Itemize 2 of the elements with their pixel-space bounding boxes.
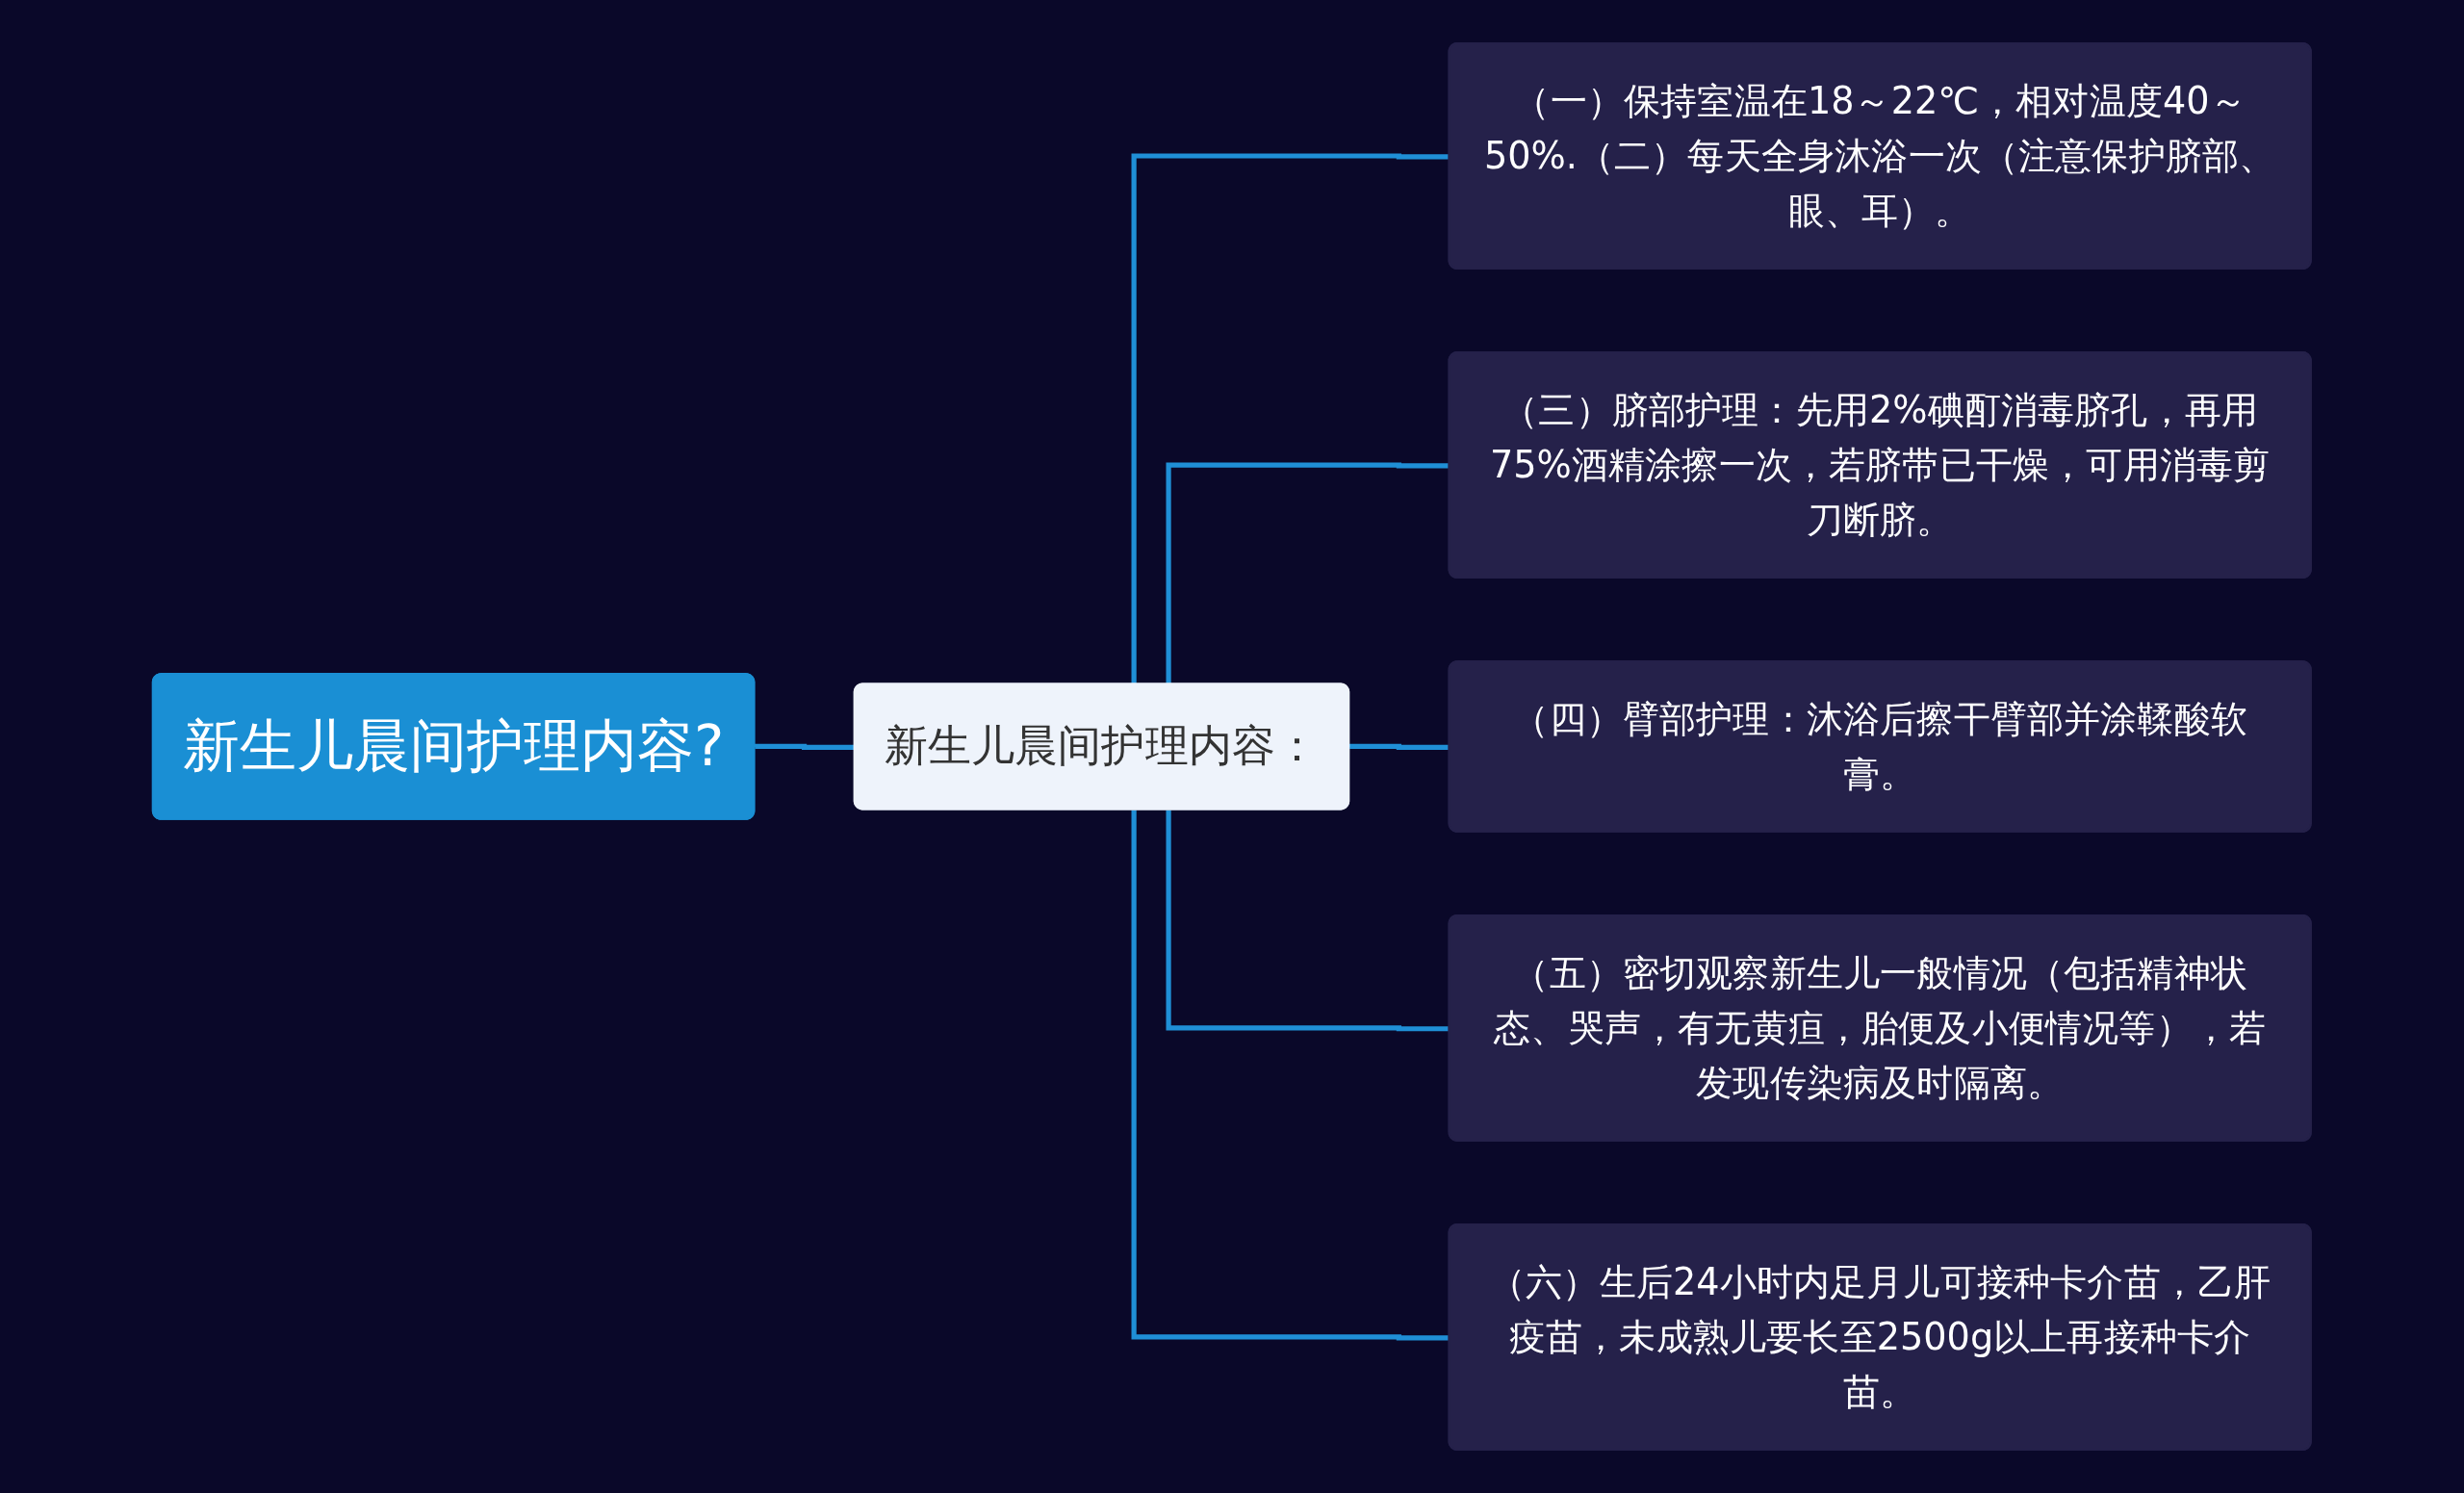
connector <box>1347 743 1450 750</box>
connector <box>753 743 856 750</box>
